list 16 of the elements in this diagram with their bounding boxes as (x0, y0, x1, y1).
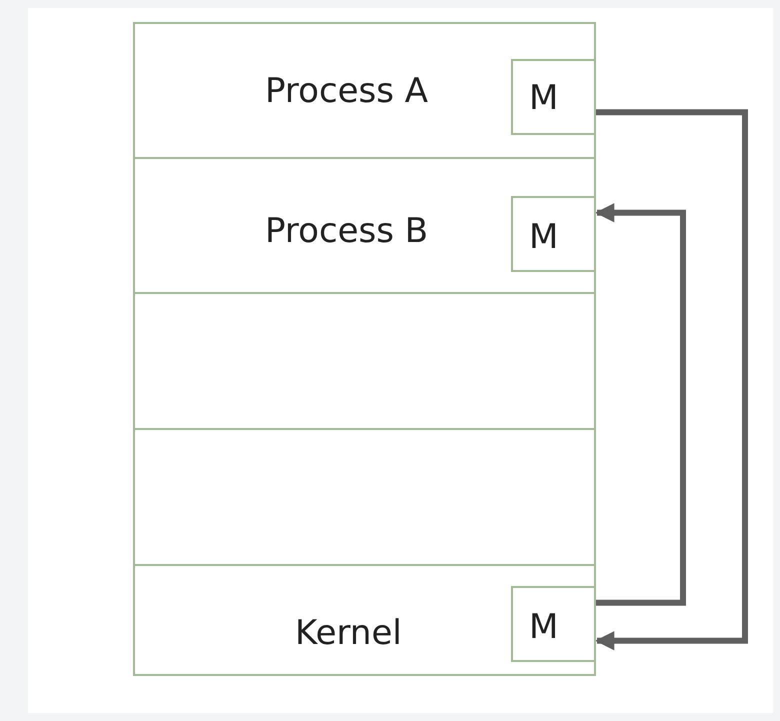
memory-band (133, 428, 596, 566)
arrow (595, 109, 748, 650)
message-label: M (529, 610, 558, 644)
memory-band (133, 22, 596, 159)
memory-band (133, 157, 596, 294)
arrow (595, 203, 686, 606)
message-box (511, 59, 596, 135)
region-label: Process A (265, 74, 428, 108)
region-label: Kernel (295, 616, 402, 650)
message-label: M (529, 81, 558, 115)
message-box (511, 586, 596, 662)
message-box (511, 196, 596, 272)
memory-band (133, 292, 596, 430)
message-label: M (529, 220, 558, 254)
region-label: Process B (265, 214, 428, 248)
memory-band (133, 564, 596, 676)
